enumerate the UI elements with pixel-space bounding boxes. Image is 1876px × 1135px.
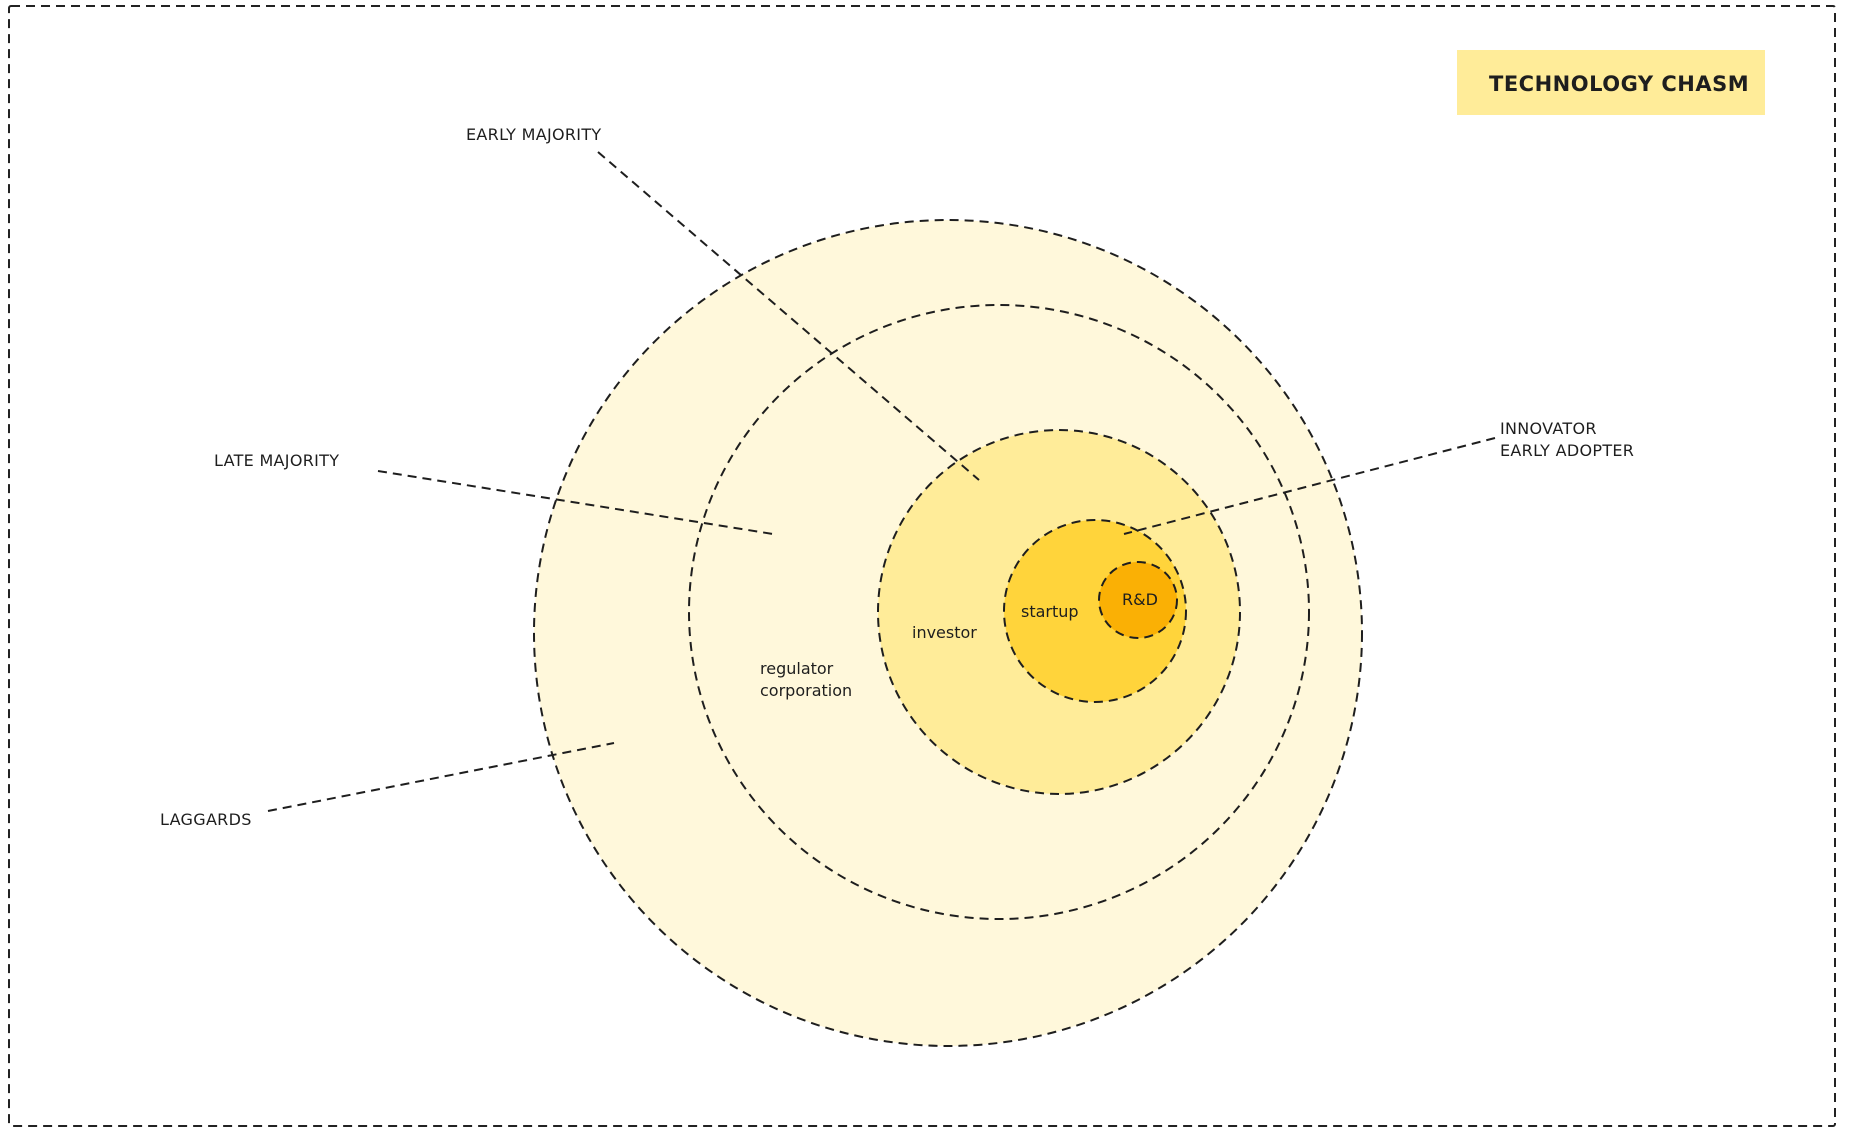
late-majority-label: LATE MAJORITY <box>214 451 339 470</box>
title-box <box>1457 50 1765 115</box>
early-majority-leader <box>597 151 980 481</box>
regulator-label: regulator <box>760 659 834 678</box>
early-majority-label: EARLY MAJORITY <box>466 125 601 144</box>
innovator-label: INNOVATOR <box>1500 419 1597 438</box>
diagram-title: TECHNOLOGY CHASM <box>1489 72 1749 96</box>
early-adopter-label: EARLY ADOPTER <box>1500 441 1634 460</box>
corporation-label: corporation <box>760 681 852 700</box>
rnd-label: R&D <box>1122 590 1158 609</box>
investor-label: investor <box>912 623 977 642</box>
late-majority-leader <box>377 470 774 535</box>
laggards-label: LAGGARDS <box>160 810 252 829</box>
startup-label: startup <box>1021 602 1079 621</box>
laggards-leader <box>267 742 615 812</box>
rnd-ring <box>1098 561 1178 639</box>
innovator-leader <box>1123 437 1496 535</box>
diagram-frame <box>8 5 1836 1127</box>
